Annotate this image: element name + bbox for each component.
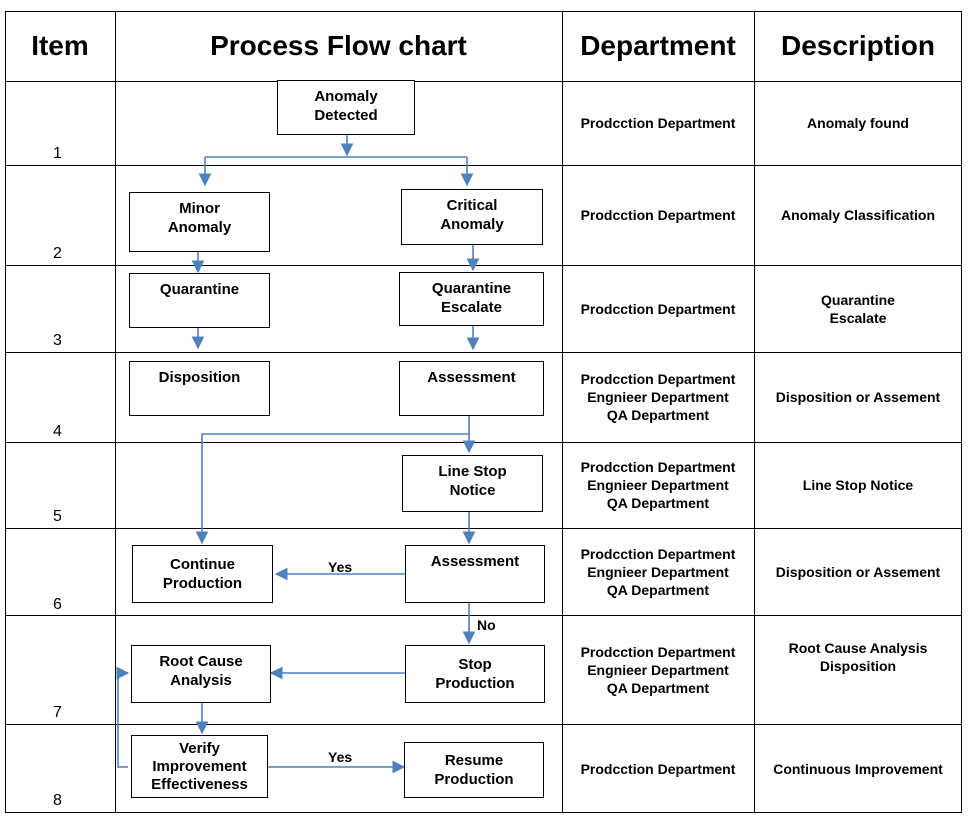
box-assessment-decision: Assessment <box>405 545 545 603</box>
row-divider <box>5 615 962 616</box>
label-yes-continue: Yes <box>328 559 353 575</box>
box-quarantine-escalate: Quarantine Escalate <box>399 272 544 326</box>
department-cell: Prodcction Department Engnieer Departmen… <box>580 371 736 423</box>
description-cell: Anomaly found <box>807 115 909 131</box>
description-cell: Quarantine Escalate <box>821 291 895 326</box>
box-root-cause-analysis: Root Cause Analysis <box>131 645 271 703</box>
department-cell: Prodcction Department Engnieer Departmen… <box>580 643 736 696</box>
description-cell: Root Cause Analysis Disposition <box>788 640 928 674</box>
department-cell: Prodcction Department Engnieer Departmen… <box>580 545 736 598</box>
box-continue-production: Continue Production <box>132 545 273 603</box>
table-border <box>5 11 962 813</box>
box-critical-anomaly: Critical Anomaly <box>401 189 543 245</box>
box-quarantine: Quarantine <box>129 273 270 328</box>
description-cell: Continuous Improvement <box>773 760 943 777</box>
department-cell: Prodcction Department <box>580 207 736 223</box>
row-divider <box>5 352 962 353</box>
item-number-6: 6 <box>53 596 62 613</box>
row-divider <box>5 81 962 82</box>
description-cell: Disposition or Assement <box>775 563 941 580</box>
row-divider <box>5 724 962 725</box>
item-number-8: 8 <box>53 792 62 809</box>
column-divider <box>562 11 563 813</box>
row-divider <box>5 165 962 166</box>
item-number-7: 7 <box>53 704 62 721</box>
row-divider <box>5 528 962 529</box>
description-cell: Disposition or Assement <box>775 389 941 405</box>
header-department: Department <box>580 30 736 61</box>
description-cell: Anomaly Classification <box>780 207 936 223</box>
description-cell: Line Stop Notice <box>802 477 914 493</box>
item-number-3: 3 <box>53 332 62 349</box>
header-description: Description <box>780 30 936 61</box>
label-no-stop: No <box>477 617 496 633</box>
column-divider <box>115 11 116 813</box>
box-anomaly-detected: Anomaly Detected <box>277 80 415 135</box>
item-number-5: 5 <box>53 508 62 525</box>
department-cell: Prodcction Department <box>580 300 736 317</box>
box-assessment: Assessment <box>399 361 544 416</box>
item-number-2: 2 <box>53 245 62 262</box>
item-number-4: 4 <box>53 423 62 440</box>
box-minor-anomaly: Minor Anomaly <box>129 192 270 252</box>
arrow-verify-loop-to-rootcause <box>116 666 130 768</box>
header-process-flow: Process Flow chart <box>210 30 467 61</box>
item-number-1: 1 <box>53 145 62 162</box>
row-divider <box>5 442 962 443</box>
box-disposition: Disposition <box>129 361 270 416</box>
box-resume-production: Resume Production <box>404 742 544 798</box>
label-yes-resume: Yes <box>328 749 353 765</box>
header-item: Item <box>31 30 89 61</box>
arrow-branch-to-continue <box>195 433 469 545</box>
department-cell: Prodcction Department <box>580 760 736 777</box>
department-cell: Prodcction Department <box>580 115 736 131</box>
box-verify-improvement: Verify Improvement Effectiveness <box>131 735 268 798</box>
row-divider <box>5 265 962 266</box>
box-stop-production: Stop Production <box>405 645 545 703</box>
box-line-stop-notice: Line Stop Notice <box>402 455 543 512</box>
column-divider <box>754 11 755 813</box>
department-cell: Prodcction Department Engnieer Departmen… <box>580 459 736 511</box>
